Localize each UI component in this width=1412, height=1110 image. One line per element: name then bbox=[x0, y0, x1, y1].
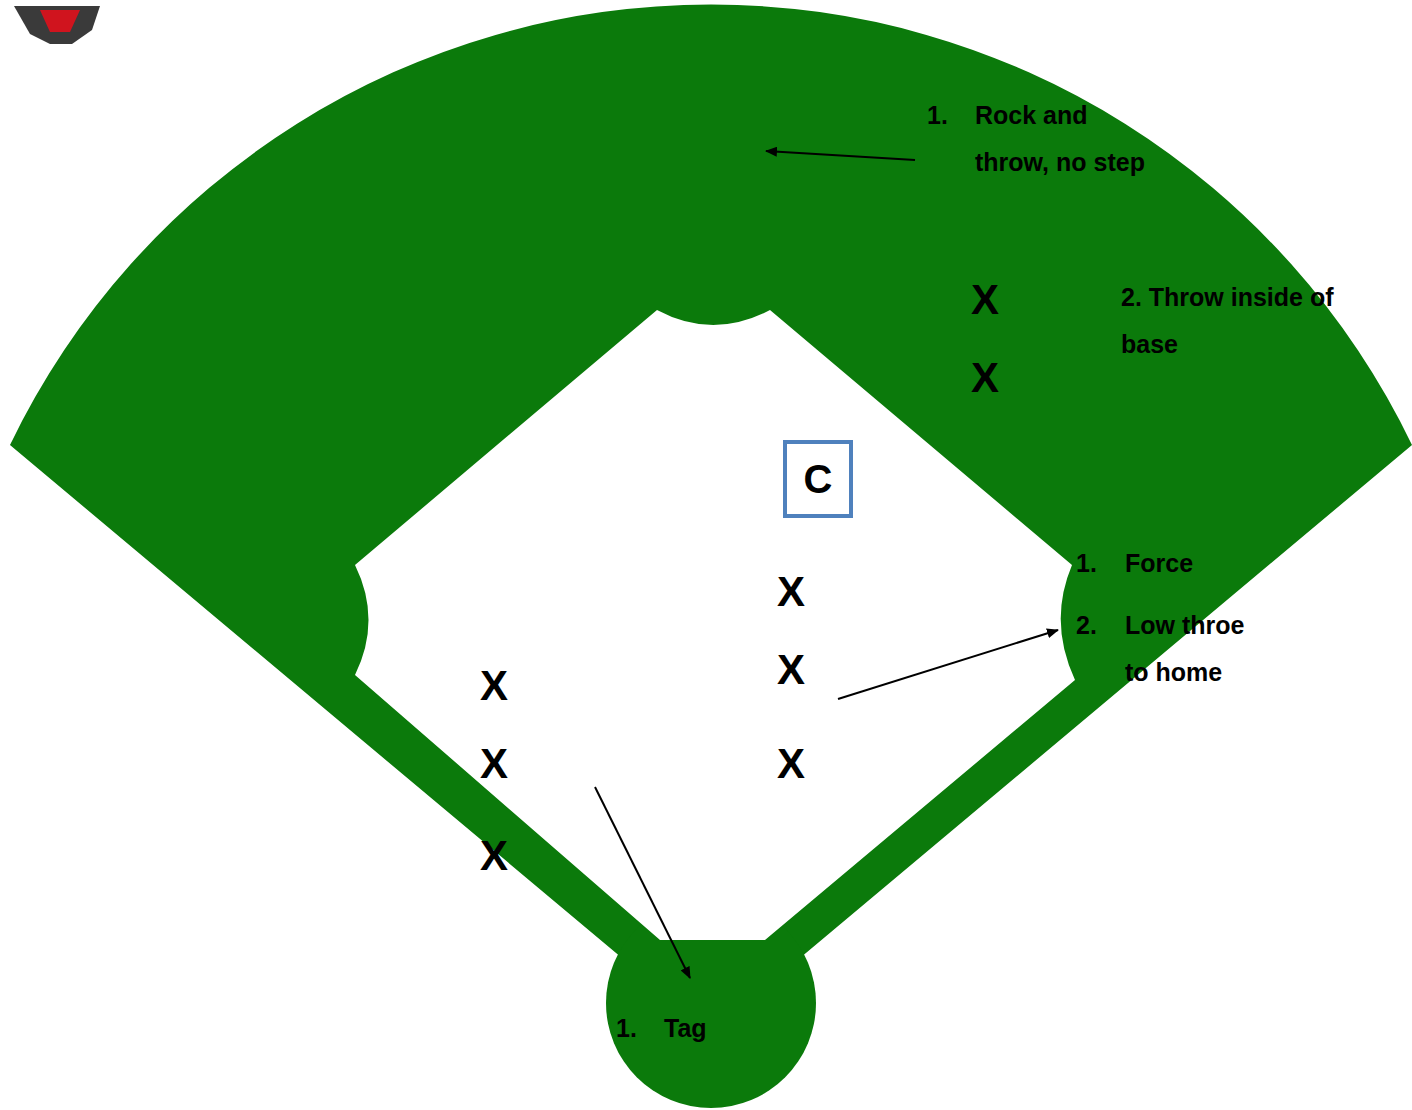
player-mark: X bbox=[971, 279, 999, 321]
callout-number: 2. bbox=[1076, 602, 1097, 649]
infield-dirt bbox=[355, 310, 1075, 940]
player-mark: X bbox=[480, 665, 508, 707]
callout-number: 1. bbox=[1076, 540, 1097, 587]
player-mark: X bbox=[971, 357, 999, 399]
player-mark: X bbox=[480, 835, 508, 877]
coaching-note: Rock and throw, no step bbox=[975, 92, 1160, 186]
player-mark: X bbox=[777, 571, 805, 613]
player-mark: X bbox=[480, 743, 508, 785]
player-mark: X bbox=[777, 743, 805, 785]
leader-arrow bbox=[595, 787, 690, 978]
leader-arrow bbox=[766, 151, 915, 160]
coaching-note: Force bbox=[1125, 540, 1193, 587]
coaching-note: 2. Throw inside of base bbox=[1121, 274, 1381, 368]
callout-number: 1. bbox=[616, 1005, 637, 1052]
leader-arrow bbox=[838, 630, 1058, 699]
logo-accent bbox=[40, 10, 80, 32]
outfield-grass bbox=[10, 4, 1412, 958]
player-mark: X bbox=[777, 649, 805, 691]
coach-box: C bbox=[783, 440, 853, 518]
callout-number: 1. bbox=[927, 92, 948, 139]
position-letter: C bbox=[804, 459, 833, 499]
coaching-note: Low throe to home bbox=[1125, 602, 1260, 696]
coaching-note: Tag bbox=[664, 1005, 707, 1052]
logo bbox=[14, 6, 100, 44]
